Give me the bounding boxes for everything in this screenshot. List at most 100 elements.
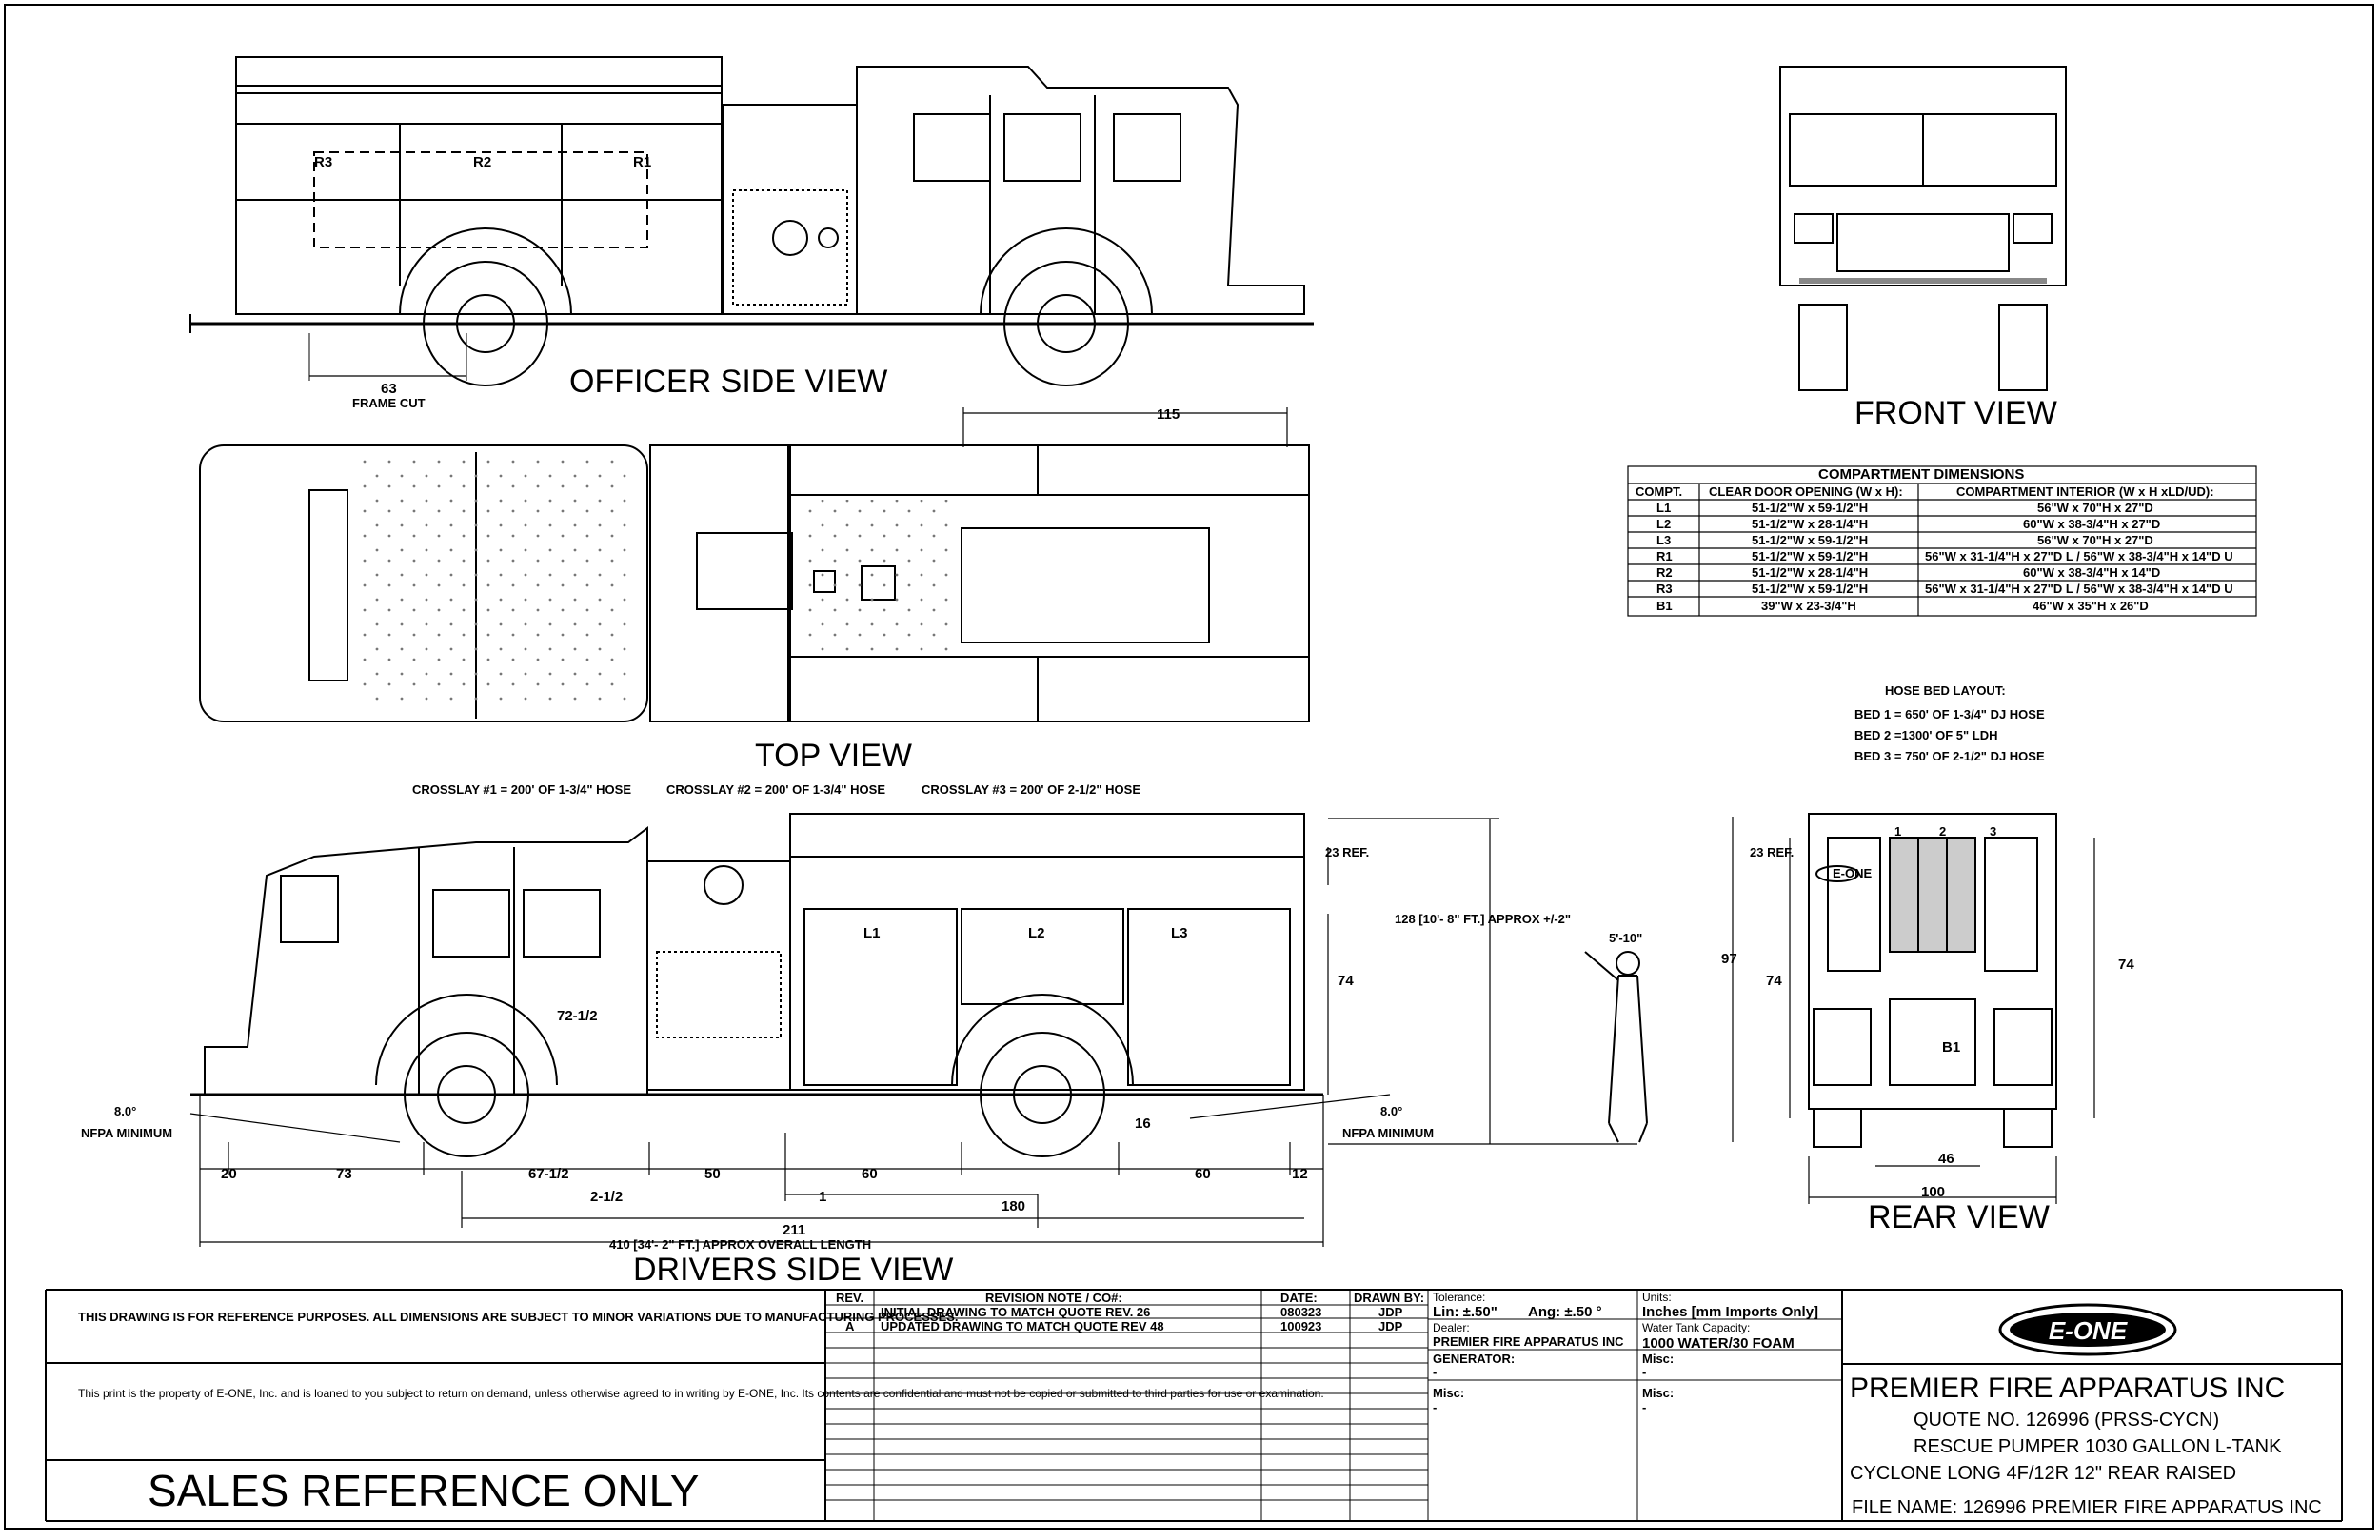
frame-cut-dimension: 63 <box>381 381 397 397</box>
misc-label-2: Misc: <box>1433 1386 1464 1400</box>
drivers-height-74: 74 <box>1338 973 1354 989</box>
tolerance-ang: Ang: ±.50 ° <box>1528 1304 1602 1320</box>
rear-compartment-b1: B1 <box>1942 1039 1960 1056</box>
disclaimer-1: THIS DRAWING IS FOR REFERENCE PURPOSES. … <box>78 1310 959 1324</box>
front-view <box>1779 66 2067 391</box>
table-row-r1-interior: 56"W x 31-1/4"H x 27"D L / 56"W x 38-3/4… <box>1925 549 2233 563</box>
table-row-b1-compt: B1 <box>1656 599 1673 613</box>
rev-row-2-drawn: JDP <box>1378 1319 1403 1333</box>
generator-label: GENERATOR: <box>1433 1352 1515 1366</box>
units-value: Inches [mm Imports Only] <box>1642 1304 1818 1320</box>
rear-dim-100: 100 <box>1921 1184 1945 1200</box>
dim-2-1-2: 2-1/2 <box>590 1189 623 1205</box>
quote-number: QUOTE NO. 126996 (PRSS-CYCN) <box>1914 1410 2219 1431</box>
model-description: RESCUE PUMPER 1030 GALLON L-TANK <box>1914 1436 2282 1457</box>
officer-compartment-r2: R2 <box>473 154 491 170</box>
officer-side-view-title: OFFICER SIDE VIEW <box>569 364 887 400</box>
misc-value-1: - <box>1642 1365 1646 1379</box>
drivers-compartment-l2: L2 <box>1028 925 1045 941</box>
nfpa-label-rear: NFPA MINIMUM <box>1342 1126 1434 1140</box>
table-row-r3-interior: 56"W x 31-1/4"H x 27"D L / 56"W x 38-3/4… <box>1925 582 2233 596</box>
table-row-l3-compt: L3 <box>1656 533 1671 547</box>
sheet-border <box>4 4 2374 1530</box>
hose-bed-line-1: BED 1 = 650' OF 1-3/4" DJ HOSE <box>1854 707 2045 721</box>
top-view-dim-115: 115 <box>1157 406 1180 423</box>
dim-180: 180 <box>1002 1198 1025 1214</box>
rear-bed-number-1: 1 <box>1894 824 1901 839</box>
frame-cut-label: FRAME CUT <box>352 396 426 410</box>
overall-height: 128 [10'- 8" FT.] APPROX +/-2" <box>1395 912 1571 926</box>
person-height: 5'-10" <box>1609 931 1642 945</box>
rev-row-2-rev: A <box>845 1319 855 1333</box>
rear-view-dimensions <box>1732 817 2095 1204</box>
misc-value-2: - <box>1433 1400 1437 1414</box>
table-row-r2-interior: 60"W x 38-3/4"H x 14"D <box>2023 565 2160 580</box>
water-label: Water Tank Capacity: <box>1642 1321 1750 1334</box>
disclaimer-2: This print is the property of E-ONE, Inc… <box>78 1387 1324 1400</box>
bottom-dim-50: 50 <box>704 1166 721 1182</box>
tolerance-label: Tolerance: <box>1433 1291 1485 1304</box>
drivers-side-dimensions <box>189 818 1637 1247</box>
nfpa-angle-rear: 8.0° <box>1380 1104 1402 1118</box>
crosslay-3: CROSSLAY #3 = 200' OF 2-1/2" HOSE <box>922 782 1140 797</box>
water-value: 1000 WATER/30 FOAM <box>1642 1335 1795 1352</box>
rev-header-rev: REV. <box>836 1291 863 1305</box>
rear-dim-97: 97 <box>1721 951 1737 967</box>
bottom-dim-67-1-2: 67-1/2 <box>528 1166 569 1182</box>
table-row-l2-compt: L2 <box>1656 517 1671 531</box>
misc-label-1: Misc: <box>1642 1352 1674 1366</box>
table-row-r2-door: 51-1/2"W x 28-1/4"H <box>1752 565 1868 580</box>
rear-dim-74-right: 74 <box>2118 957 2134 973</box>
file-name: FILE NAME: 126996 PREMIER FIRE APPARATUS… <box>1852 1497 2322 1518</box>
dealer-label: Dealer: <box>1433 1321 1470 1334</box>
drivers-compartment-l3: L3 <box>1171 925 1188 941</box>
officer-compartment-r3: R3 <box>314 154 332 170</box>
tolerance-lin: Lin: ±.50" <box>1433 1304 1497 1320</box>
rev-header-note: REVISION NOTE / CO#: <box>985 1291 1122 1305</box>
table-row-l3-interior: 56"W x 70"H x 27"D <box>2037 533 2153 547</box>
e-one-logo: E-ONE <box>1998 1303 2177 1356</box>
table-row-r3-compt: R3 <box>1656 582 1673 596</box>
revision-grid <box>825 1290 1842 1521</box>
disclaimer-line-1: THIS DRAWING IS FOR REFERENCE PURPOSES. … <box>78 1310 959 1324</box>
table-row-r3-door: 51-1/2"W x 59-1/2"H <box>1752 582 1868 596</box>
hose-bed-line-3: BED 3 = 750' OF 2-1/2" DJ HOSE <box>1854 749 2045 763</box>
compartment-table-title: COMPARTMENT DIMENSIONS <box>1818 466 2024 483</box>
rev-row-1-drawn: JDP <box>1378 1305 1403 1319</box>
compartment-table-grid <box>1627 465 2257 617</box>
misc-label-3: Misc: <box>1642 1386 1674 1400</box>
rear-dim-74-left: 74 <box>1766 973 1782 989</box>
table-row-b1-interior: 46"W x 35"H x 26"D <box>2033 599 2149 613</box>
dim-1: 1 <box>819 1189 826 1205</box>
drivers-ref-23: 23 REF. <box>1325 845 1369 859</box>
table-header-door: CLEAR DOOR OPENING (W x H): <box>1709 484 1903 499</box>
officer-side-view <box>189 56 1314 386</box>
table-row-l2-interior: 60"W x 38-3/4"H x 27"D <box>2023 517 2160 531</box>
rev-row-1-note: INITIAL DRAWING TO MATCH QUOTE REV. 26 <box>881 1305 1150 1319</box>
rear-bed-number-3: 3 <box>1990 824 1996 839</box>
bottom-dim-73: 73 <box>336 1166 352 1182</box>
drivers-side-view <box>190 813 1648 1157</box>
rear-view <box>1808 813 2057 1148</box>
logo-text: E-ONE <box>2049 1316 2128 1345</box>
top-view-cab-texture <box>362 457 628 704</box>
rear-ref-23: 23 REF. <box>1750 845 1794 859</box>
generator-value: - <box>1433 1365 1437 1379</box>
table-row-r1-door: 51-1/2"W x 59-1/2"H <box>1752 549 1868 563</box>
officer-compartment-r1: R1 <box>633 154 651 170</box>
cab-dimension: 72-1/2 <box>557 1008 598 1024</box>
top-view-title: TOP VIEW <box>755 738 912 774</box>
sales-reference-only: SALES REFERENCE ONLY <box>148 1466 699 1515</box>
front-view-title: FRONT VIEW <box>1854 395 2057 431</box>
table-row-r2-compt: R2 <box>1656 565 1673 580</box>
dim-16: 16 <box>1135 1116 1151 1132</box>
bottom-dim-12: 12 <box>1292 1166 1308 1182</box>
rear-view-title: REAR VIEW <box>1868 1199 2050 1235</box>
top-view-115-dimension <box>962 407 1288 447</box>
rear-badge: E-ONE <box>1833 866 1873 880</box>
table-row-l3-door: 51-1/2"W x 59-1/2"H <box>1752 533 1868 547</box>
top-view-body-texture <box>800 500 952 652</box>
chassis-description: CYCLONE LONG 4F/12R 12" REAR RAISED <box>1850 1463 2236 1484</box>
table-row-l1-compt: L1 <box>1656 501 1671 515</box>
